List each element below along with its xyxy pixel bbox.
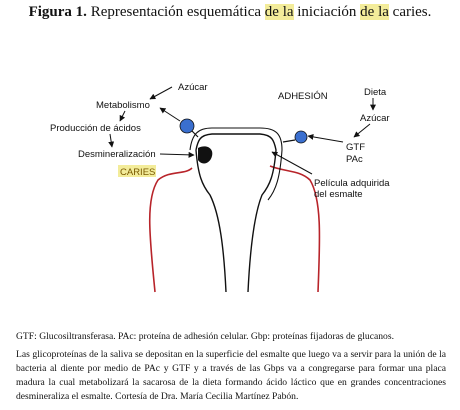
title-part-2: de la [264,4,294,20]
arrow-azucar-to-gtf [353,123,371,138]
label-dieta: Dieta [364,87,387,98]
arrow-produccion-to-desmin [108,133,115,148]
label-desmineralizacion: Desmineralización [78,149,156,160]
title-part-1: Representación esquemática [90,4,265,20]
arrow-desmin-to-caries [159,151,195,158]
gum-outline [148,165,321,293]
enamel-pellicle [189,127,283,201]
bacteria-left-pili [191,130,199,138]
caries-label-highlight [118,165,156,177]
figure-title: Figura 1. Representación esquemática de … [0,4,460,21]
title-part-5: caries. [388,4,432,20]
caption-description: Las glicoproteínas de la saliva se depos… [16,349,446,402]
label-caries: CARIES [120,167,155,178]
arrow-bacteria-to-metabolismo [159,107,181,122]
label-gtf: GTF [346,142,365,153]
arrow-azucar-to-metabolismo [149,86,173,100]
tooth-outline [195,133,277,293]
arrow-pelicula-to-tooth [271,151,313,175]
bacteria-left [179,118,195,134]
bacteria-right-pili [282,139,296,143]
title-part-4: de la [360,4,389,20]
label-azucar-top: Azúcar [178,82,208,93]
bacteria-right [294,130,308,144]
label-pelicula-line2: del esmalte [314,189,363,200]
label-pac: PAc [346,154,363,165]
figure-number: Figura 1. [28,4,87,20]
arrow-bacteria-to-gtf [307,133,344,143]
arrow-metabolismo-to-produccion [119,110,126,122]
label-adhesion: ADHESIÓN [278,91,328,102]
label-pelicula-line1: Película adquirida [314,178,390,189]
title-part-3: iniciación [293,4,361,20]
label-produccion-acidos: Producción de ácidos [50,123,141,134]
caption-abbreviations: GTF: Glucosiltransferasa. PAc: proteína … [16,331,394,342]
caries-diagram: Azúcar Metabolismo Producción de ácidos … [50,82,390,293]
caries-lesion [198,146,213,164]
label-azucar-right: Azúcar [360,113,390,124]
label-metabolismo: Metabolismo [96,100,150,111]
